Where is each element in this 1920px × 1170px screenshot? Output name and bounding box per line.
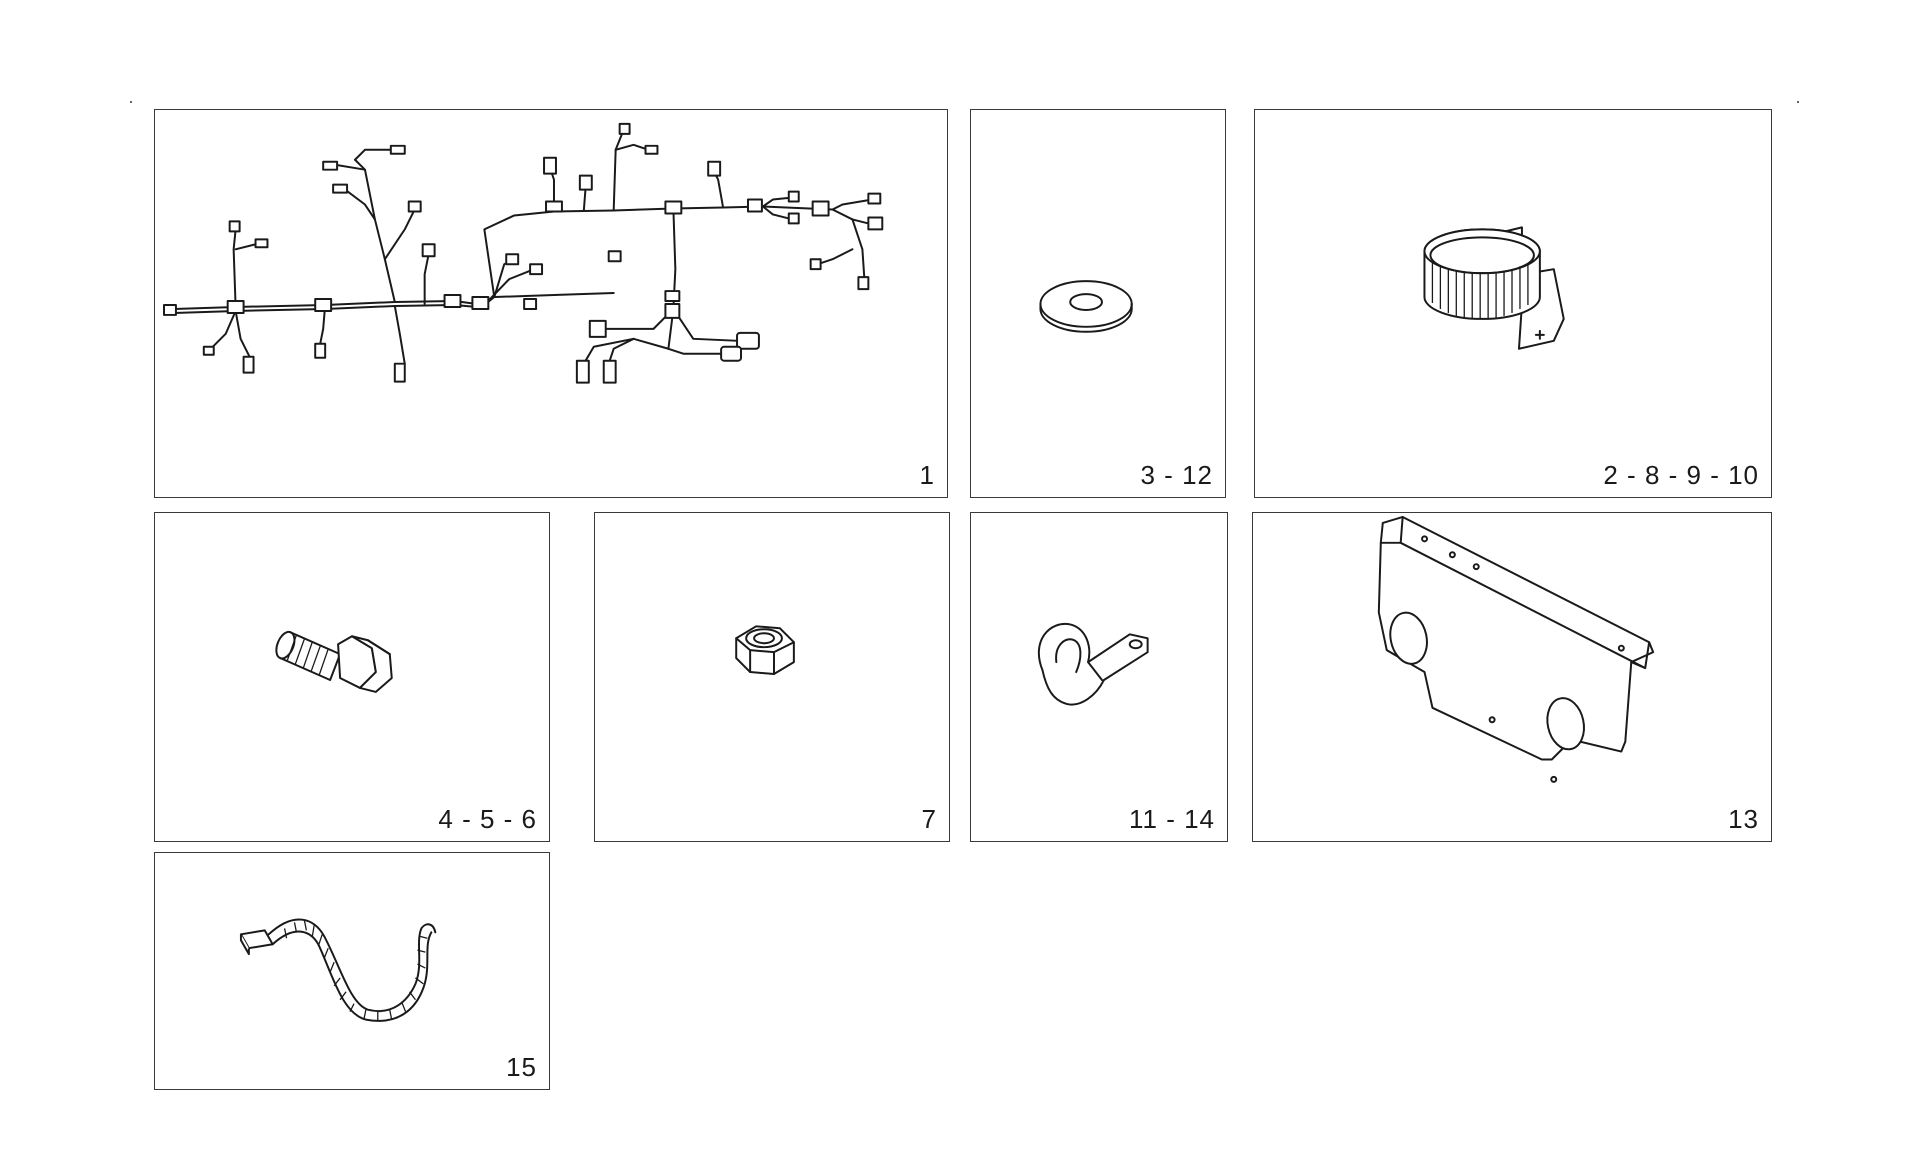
bolt-icon bbox=[275, 630, 393, 693]
panel-hose-clamp: 2 - 8 - 9 - 10 bbox=[1254, 109, 1772, 498]
panel-bolt: 4 - 5 - 6 bbox=[154, 512, 550, 842]
callout-label: 2 - 8 - 9 - 10 bbox=[1603, 460, 1759, 490]
cable-tie-icon bbox=[239, 918, 437, 1022]
panel-nut: 7 bbox=[594, 512, 950, 842]
callout-label: 4 - 5 - 6 bbox=[438, 804, 537, 834]
wiring-harness-icon bbox=[163, 122, 884, 384]
corner-mark-right bbox=[1797, 101, 1799, 103]
callout-label: 13 bbox=[1728, 804, 1759, 834]
panel-washer: 3 - 12 bbox=[970, 109, 1226, 498]
callout-label: 7 bbox=[921, 804, 937, 834]
callout-label: 1 bbox=[919, 460, 935, 490]
callout-label: 15 bbox=[506, 1052, 537, 1082]
panel-wiring-harness: 1 bbox=[154, 109, 948, 498]
callout-label: 3 - 12 bbox=[1140, 460, 1213, 490]
panel-cable-tie: 15 bbox=[154, 852, 550, 1090]
panel-bracket: 13 bbox=[1252, 512, 1772, 842]
nut-icon bbox=[735, 625, 795, 676]
washer-icon bbox=[1039, 280, 1133, 333]
panel-p-clip: 11 - 14 bbox=[970, 512, 1228, 842]
callout-label: 11 - 14 bbox=[1128, 804, 1215, 834]
p-clip-icon bbox=[1037, 622, 1149, 706]
bracket-icon bbox=[1377, 515, 1655, 783]
hose-clamp-icon bbox=[1423, 226, 1565, 350]
corner-mark-left bbox=[130, 101, 132, 103]
